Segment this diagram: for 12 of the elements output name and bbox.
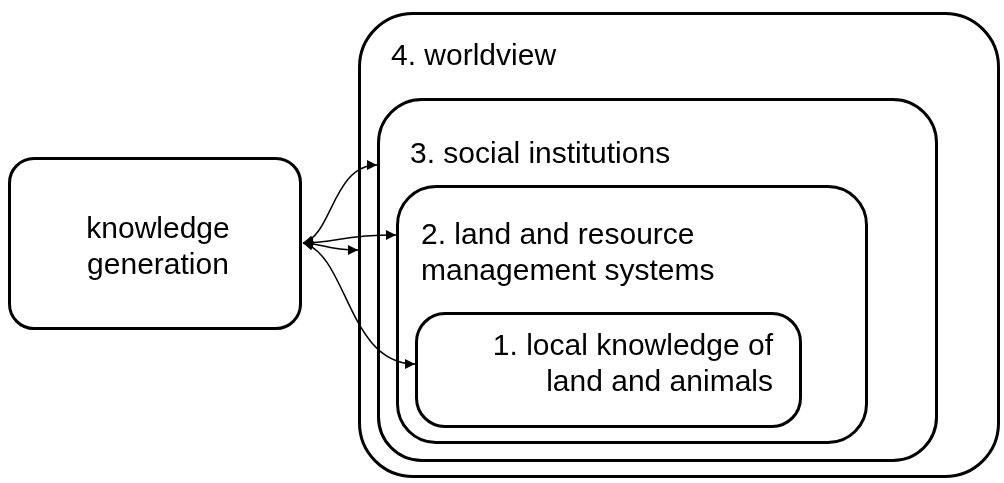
double-arrow <box>302 242 416 368</box>
double-arrow <box>302 161 378 244</box>
box-label: knowledge generation <box>85 210 231 282</box>
box-label: 3. social institutions <box>410 135 672 171</box>
process-box <box>8 157 302 330</box>
box-label: 4. worldview <box>391 37 558 73</box>
box-label: 2. land and resource management systems <box>421 216 716 288</box>
nested-box <box>415 312 802 428</box>
box-label: 1. local knowledge of land and animals <box>491 327 773 399</box>
nested-box <box>396 185 868 444</box>
process-box <box>358 12 1000 478</box>
nested-box <box>377 98 938 462</box>
